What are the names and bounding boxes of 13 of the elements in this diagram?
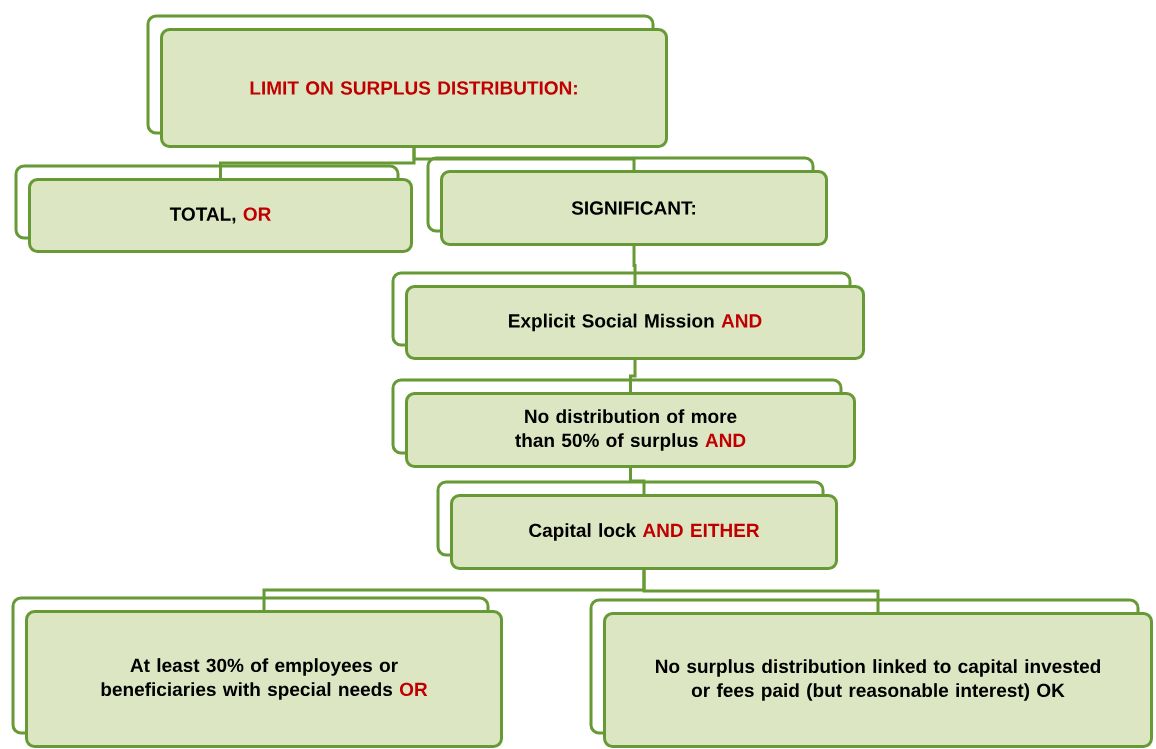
process-box: No surplus distribution linked to capital invested or fees paid (but reasonable interest) OK xyxy=(589,598,1153,748)
connector xyxy=(412,148,636,170)
process-box: LIMIT ON SURPLUS DISTRIBUTION: xyxy=(146,14,668,148)
connector xyxy=(642,570,880,612)
process-box: No distribution of more than 50% of surplus AND xyxy=(391,378,856,468)
process-box: Capital lock AND EITHER xyxy=(436,480,838,570)
connector xyxy=(629,468,646,494)
connector xyxy=(629,360,637,392)
process-box: SIGNIFICANT: xyxy=(426,156,828,246)
process-box: Explicit Social Mission AND xyxy=(391,271,865,360)
process-box: TOTAL, OR xyxy=(14,164,413,253)
connector xyxy=(632,246,637,285)
process-box: At least 30% of employees or beneficiaries with special needs OR xyxy=(11,596,503,748)
